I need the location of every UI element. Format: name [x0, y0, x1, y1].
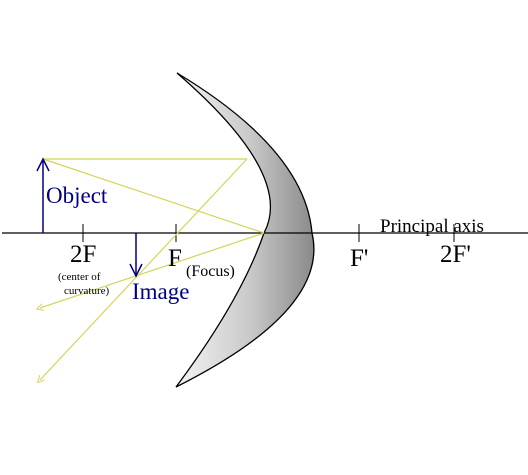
concave-mirror: [175, 72, 315, 388]
center-of-curvature-label-line2: curvature): [64, 285, 110, 297]
image-label: Image: [132, 279, 189, 304]
ray-to-pole-incident: [42, 158, 265, 234]
object-arrow-head: [36, 157, 50, 172]
principal-axis-label: Principal axis: [380, 216, 484, 237]
focus-label: (Focus): [186, 263, 235, 280]
f-label: F: [168, 245, 182, 272]
ray-parallel-reflected: [40, 158, 248, 380]
f-prime-label: F': [350, 245, 368, 272]
object-label: Object: [46, 183, 108, 208]
ray-from-pole-reflected: [40, 232, 265, 308]
two-f-prime-label: 2F': [440, 241, 471, 268]
image-arrow-head: [129, 263, 143, 278]
two-f-label: 2F: [70, 241, 96, 268]
center-of-curvature-label-line1: (center of: [58, 271, 101, 283]
